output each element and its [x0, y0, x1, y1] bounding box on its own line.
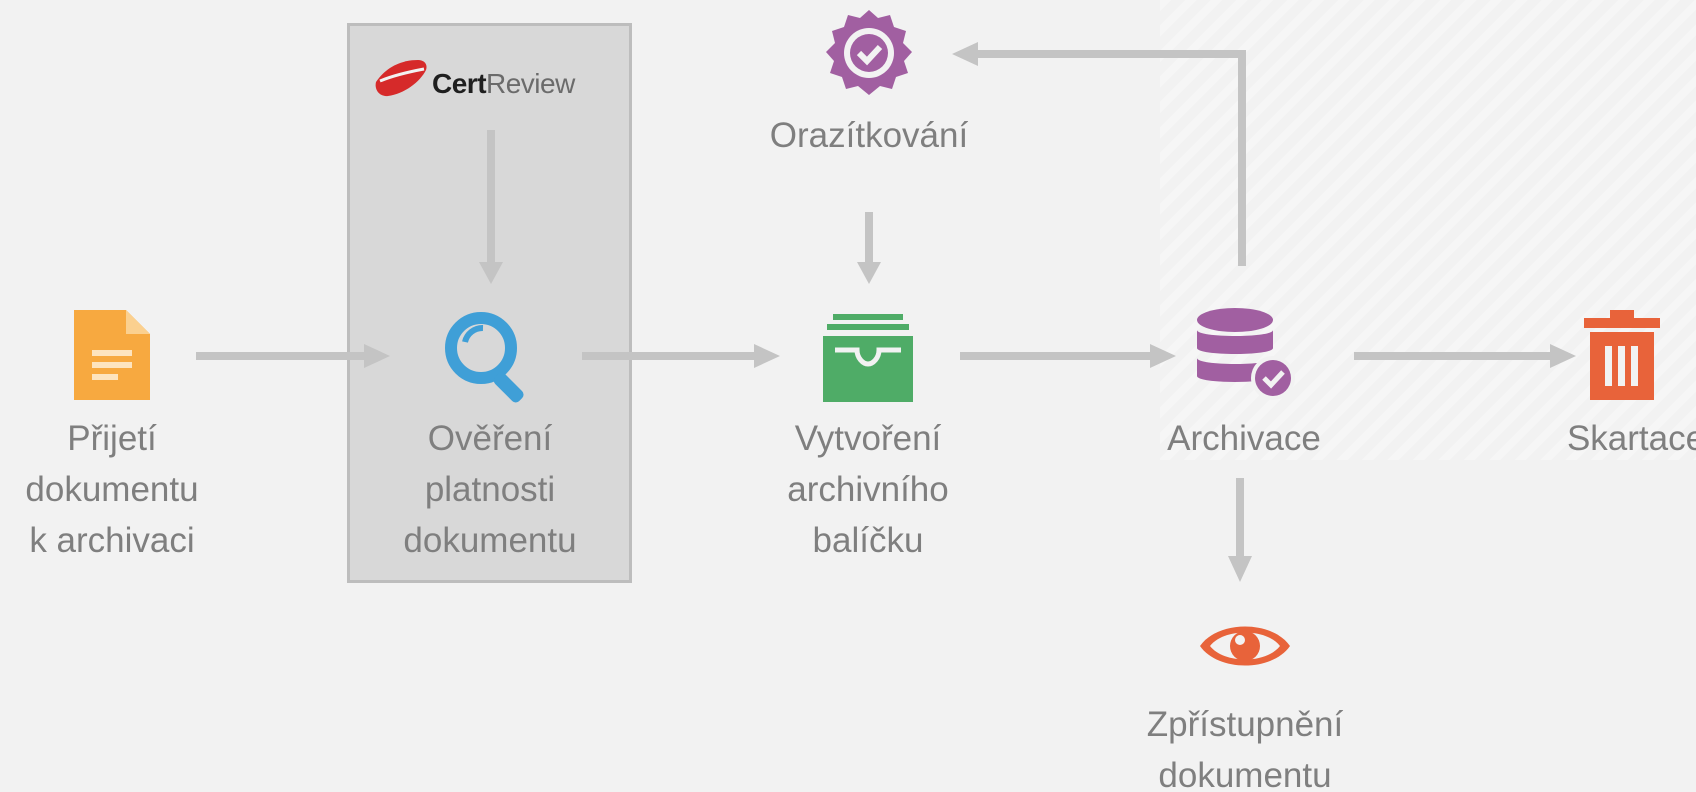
certreview-wordmark: CertReview: [432, 68, 575, 99]
trash-icon: [1584, 310, 1660, 400]
label-line: archivního: [787, 470, 949, 509]
arrow-stamping-to-package: [857, 212, 881, 284]
arrow-package-to-archiving: [960, 344, 1176, 368]
label-document-intake: Přijetí dokumentu k archivaci: [0, 413, 224, 566]
label-line: Ověření: [427, 419, 553, 458]
label-line: Skartace: [1566, 419, 1696, 458]
label-line: Vytvoření: [794, 419, 942, 458]
stamp-check-icon: [826, 10, 912, 95]
label-line: Orazítkování: [769, 116, 969, 155]
label-package-creation: Vytvoření archivního balíčku: [748, 413, 988, 566]
document-icon: [74, 310, 150, 400]
label-line: Přijetí: [67, 419, 157, 458]
label-document-access: Zpřístupnění dokumentu: [1100, 699, 1390, 792]
label-line: balíčku: [812, 521, 924, 560]
certreview-logo: CertReview: [374, 54, 614, 102]
label-shredding: Skartace: [1536, 413, 1696, 464]
label-line: k archivaci: [29, 521, 195, 560]
label-archiving: Archivace: [1124, 413, 1364, 464]
certreview-lips-icon: [375, 60, 427, 97]
verification-panel: [347, 23, 632, 583]
arrow-archiving-to-shredding: [1354, 344, 1576, 368]
arrow-certreview-to-verification: [479, 130, 503, 284]
label-line: dokumentu: [403, 521, 577, 560]
magnifier-icon: [445, 312, 524, 403]
label-line: dokumentu: [25, 470, 199, 509]
arrow-intake-to-verification: [196, 344, 390, 368]
database-check-icon: [1197, 308, 1295, 400]
label-line: dokumentu: [1158, 756, 1332, 792]
label-line: Archivace: [1167, 419, 1321, 458]
label-stamping: Orazítkování: [744, 110, 994, 161]
arrow-archiving-to-stamping: [952, 42, 1246, 266]
arrow-verification-to-package: [582, 344, 780, 368]
label-line: Zpřístupnění: [1146, 705, 1344, 744]
archive-tray-icon: [823, 314, 913, 402]
eye-icon: [1200, 626, 1290, 666]
arrow-archiving-to-access: [1228, 478, 1252, 582]
label-document-verification: Ověření platnosti dokumentu: [368, 413, 612, 566]
label-line: platnosti: [424, 470, 556, 509]
